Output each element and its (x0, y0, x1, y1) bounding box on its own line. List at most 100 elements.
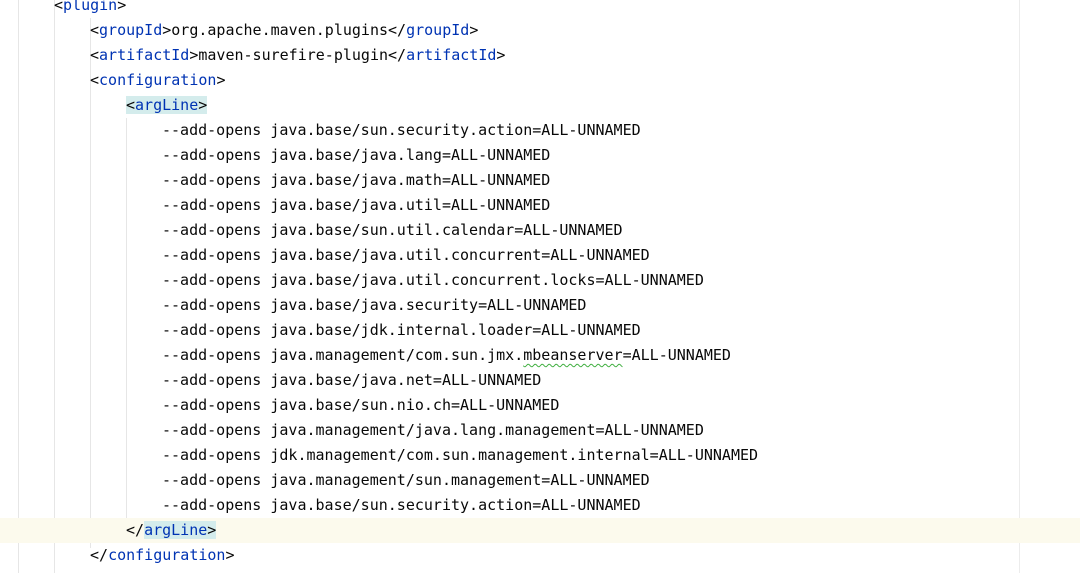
jvm-arg: --add-opens java.base/sun.security.actio… (162, 121, 641, 139)
code-line[interactable]: <argLine> (0, 93, 1080, 118)
tag-name: configuration (108, 546, 226, 564)
jvm-arg: --add-opens java.base/jdk.internal.loade… (162, 321, 641, 339)
line-content: --add-opens java.base/java.util.concurre… (162, 243, 650, 268)
jvm-arg: --add-opens java.management/com.sun.jmx. (162, 346, 524, 364)
jvm-arg: --add-opens java.base/java.util.concurre… (162, 246, 650, 264)
line-content: </argLine> (126, 518, 217, 543)
jvm-arg: --add-opens java.base/java.util=ALL-UNNA… (162, 196, 551, 214)
tag-bracket: < (90, 71, 100, 89)
right-margin-guide (1019, 0, 1020, 573)
tag-name: artifactId (99, 46, 190, 64)
indent-guide (54, 0, 55, 573)
line-content: --add-opens java.base/sun.security.actio… (162, 118, 641, 143)
tag-name: artifactId (406, 46, 497, 64)
tag-bracket: > (117, 0, 127, 14)
code-line[interactable]: </configuration> (0, 543, 1080, 568)
code-line[interactable]: --add-opens java.management/java.lang.ma… (0, 418, 1080, 443)
line-content: --add-opens java.base/java.util.concurre… (162, 268, 704, 293)
tag-bracket: > (469, 21, 479, 39)
code-line[interactable]: --add-opens jdk.management/com.sun.manag… (0, 443, 1080, 468)
tag-bracket: < (54, 0, 64, 14)
line-content: --add-opens java.base/java.util=ALL-UNNA… (162, 193, 550, 218)
jvm-arg: --add-opens java.base/sun.util.calendar=… (162, 221, 623, 239)
code-line[interactable]: --add-opens java.base/jdk.internal.loade… (0, 318, 1080, 343)
tag-name: argLine (144, 521, 208, 539)
line-content: <configuration> (90, 68, 225, 93)
tag-name: configuration (99, 71, 217, 89)
jvm-arg: --add-opens java.management/java.lang.ma… (162, 421, 704, 439)
jvm-arg: --add-opens java.base/java.lang=ALL-UNNA… (162, 146, 551, 164)
tag-bracket: < (126, 96, 136, 114)
matched-tag: <argLine> (126, 96, 208, 114)
tag-bracket: < (90, 21, 100, 39)
code-line[interactable]: <artifactId>maven-surefire-plugin</artif… (0, 43, 1080, 68)
indent-guide (90, 18, 91, 548)
line-content: --add-opens jdk.management/com.sun.manag… (162, 443, 758, 468)
code-line[interactable]: --add-opens java.base/java.util.concurre… (0, 268, 1080, 293)
code-line[interactable]: --add-opens java.management/com.sun.jmx.… (0, 343, 1080, 368)
line-content: --add-opens java.base/sun.security.actio… (162, 493, 641, 518)
jvm-arg: --add-opens java.base/sun.security.actio… (162, 496, 641, 514)
tag-bracket: </ (90, 546, 109, 564)
code-line[interactable]: --add-opens java.base/sun.nio.ch=ALL-UNN… (0, 393, 1080, 418)
jvm-arg: =ALL-UNNAMED (622, 346, 731, 364)
tag-bracket: < (90, 46, 100, 64)
line-content: --add-opens java.management/sun.manageme… (162, 468, 650, 493)
code-line[interactable]: <groupId>org.apache.maven.plugins</group… (0, 18, 1080, 43)
line-content: --add-opens java.base/java.security=ALL-… (162, 293, 586, 318)
tag-bracket: > (207, 521, 217, 539)
line-content: <artifactId>maven-surefire-plugin</artif… (90, 43, 505, 68)
line-content: --add-opens java.base/java.net=ALL-UNNAM… (162, 368, 541, 393)
line-content: --add-opens java.management/java.lang.ma… (162, 418, 704, 443)
line-content: --add-opens java.management/com.sun.jmx.… (162, 343, 731, 368)
code-line[interactable]: --add-opens java.base/sun.security.actio… (0, 118, 1080, 143)
code-line[interactable]: --add-opens java.base/sun.security.actio… (0, 493, 1080, 518)
code-line[interactable]: --add-opens java.base/java.net=ALL-UNNAM… (0, 368, 1080, 393)
code-line[interactable]: --add-opens java.base/sun.util.calendar=… (0, 218, 1080, 243)
jvm-arg: --add-opens java.base/java.util.concurre… (162, 271, 704, 289)
code-line[interactable]: <configuration> (0, 68, 1080, 93)
line-content: --add-opens java.base/java.math=ALL-UNNA… (162, 168, 550, 193)
code-line[interactable]: </argLine> (0, 518, 1080, 543)
line-content: --add-opens java.base/java.lang=ALL-UNNA… (162, 143, 550, 168)
code-line[interactable]: --add-opens java.base/java.util.concurre… (0, 243, 1080, 268)
tag-bracket: > (162, 21, 172, 39)
jvm-arg: --add-opens java.base/sun.nio.ch=ALL-UNN… (162, 396, 560, 414)
tag-bracket: > (189, 46, 199, 64)
tag-name: plugin (63, 0, 118, 14)
tag-bracket: > (198, 96, 208, 114)
tag-bracket: </ (126, 521, 145, 539)
tag-bracket: </ (388, 21, 407, 39)
line-content: --add-opens java.base/jdk.internal.loade… (162, 318, 641, 343)
code-line[interactable]: --add-opens java.base/java.security=ALL-… (0, 293, 1080, 318)
tag-name: groupId (99, 21, 163, 39)
tag-bracket: > (225, 546, 235, 564)
code-line[interactable]: --add-opens java.base/java.lang=ALL-UNNA… (0, 143, 1080, 168)
tag-bracket: > (216, 71, 226, 89)
element-value: maven-surefire-plugin (198, 46, 389, 64)
typo-highlight: mbeanserver (523, 346, 623, 364)
tag-name: argLine (135, 96, 199, 114)
code-line[interactable]: --add-opens java.base/java.util=ALL-UNNA… (0, 193, 1080, 218)
jvm-arg: --add-opens java.base/java.math=ALL-UNNA… (162, 171, 551, 189)
code-line[interactable]: --add-opens java.base/java.math=ALL-UNNA… (0, 168, 1080, 193)
tag-name: groupId (406, 21, 470, 39)
code-line[interactable]: <plugin> (0, 0, 1080, 18)
indent-guide (18, 0, 19, 573)
line-content: --add-opens java.base/sun.nio.ch=ALL-UNN… (162, 393, 559, 418)
line-content: <groupId>org.apache.maven.plugins</group… (90, 18, 478, 43)
line-content: --add-opens java.base/sun.util.calendar=… (162, 218, 623, 243)
tag-bracket: </ (388, 46, 407, 64)
jvm-arg: --add-opens java.base/java.net=ALL-UNNAM… (162, 371, 542, 389)
jvm-arg: --add-opens java.base/java.security=ALL-… (162, 296, 587, 314)
line-content: <plugin> (54, 0, 126, 18)
line-content: </configuration> (90, 543, 235, 568)
line-content: <argLine> (126, 93, 208, 118)
code-line[interactable]: --add-opens java.management/sun.manageme… (0, 468, 1080, 493)
jvm-arg: --add-opens java.management/sun.manageme… (162, 471, 650, 489)
indent-guide (126, 118, 127, 518)
element-value: org.apache.maven.plugins (171, 21, 389, 39)
jvm-arg: --add-opens jdk.management/com.sun.manag… (162, 446, 759, 464)
tag-bracket: > (496, 46, 506, 64)
